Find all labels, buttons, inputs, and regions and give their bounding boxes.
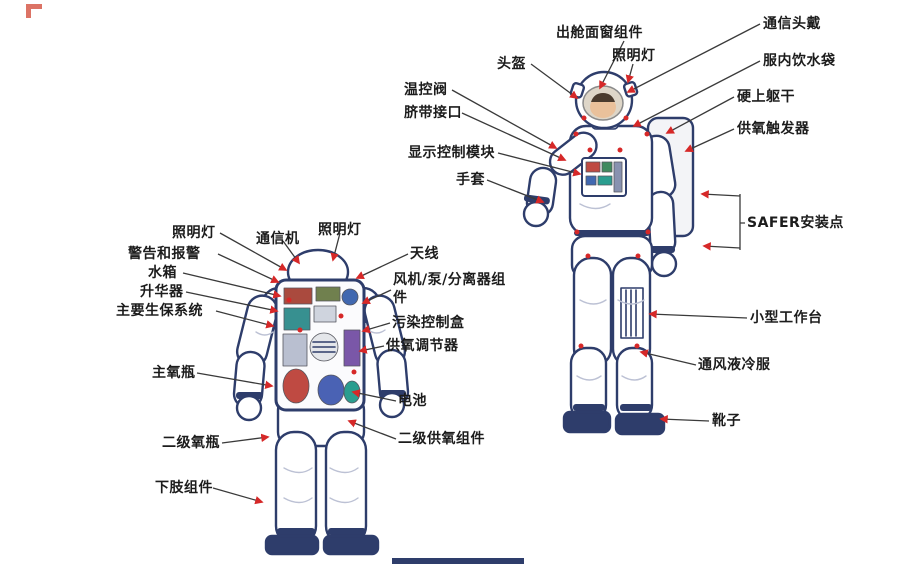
- leader-lamp-back-right: [330, 232, 341, 262]
- boots-front: [562, 410, 666, 436]
- bottom-bar: [392, 558, 524, 564]
- label-secondary-oxygen-assembly: 二级供氧组件: [398, 431, 485, 447]
- leader-oxygen-regulator: [358, 345, 385, 354]
- label-water-tank: 水箱: [148, 265, 177, 281]
- leader-in-suit-drink-bag: [632, 60, 761, 127]
- label-secondary-oxygen-tank: 二级氧瓶: [162, 435, 220, 451]
- leader-antenna: [355, 253, 409, 279]
- label-fan-pump-separator: 风机/泵/分离器组件: [393, 272, 506, 307]
- helmet-front: [569, 70, 639, 130]
- corner-watermark: [26, 4, 42, 18]
- label-sublimator: 升华器: [140, 284, 184, 300]
- label-cooling-garment: 通风液冷服: [698, 357, 771, 373]
- leader-temperature-control-valve: [451, 89, 558, 149]
- leader-battery: [351, 389, 397, 402]
- label-temperature-control-valve: 温控阀: [404, 82, 448, 98]
- leader-primary-oxygen-tank: [196, 372, 274, 390]
- label-in-suit-drink-bag: 服内饮水袋: [763, 53, 836, 69]
- label-communication-headset: 通信头戴: [763, 16, 821, 32]
- helmet-lamp-right: [622, 81, 639, 98]
- label-communicator: 通信机: [256, 231, 300, 247]
- label-oxygen-actuator: 供氧触发器: [737, 121, 810, 137]
- glove-front-right: [650, 250, 678, 278]
- leader-lower-torso-assembly: [212, 487, 264, 505]
- leader-cooling-garment: [639, 349, 697, 366]
- label-lower-torso-assembly: 下肢组件: [155, 480, 213, 496]
- back-view-figure: [232, 248, 410, 556]
- label-battery: 电池: [398, 393, 427, 409]
- leader-display-control-module: [497, 152, 582, 177]
- glove-front-left: [522, 200, 550, 228]
- leader-communication-headset: [626, 23, 761, 93]
- leader-secondary-oxygen-assembly: [347, 419, 397, 440]
- label-hard-upper-torso: 硬上躯干: [737, 89, 795, 105]
- label-umbilical-connector: 脐带接口: [404, 105, 462, 121]
- leader-contaminant-control: [361, 322, 391, 334]
- leader-primary-life-support: [215, 310, 275, 329]
- leader-lamp-front: [625, 63, 634, 84]
- label-lamp-back-left: 照明灯: [172, 225, 216, 241]
- leader-umbilical-connector: [461, 112, 567, 162]
- leader-glove: [486, 179, 545, 204]
- label-eva-visor-assembly: 出舱面窗组件: [556, 25, 643, 41]
- helmet-lamp-left: [569, 82, 586, 99]
- label-glove: 手套: [456, 172, 485, 188]
- leader-water-tank: [182, 272, 282, 299]
- leader-helmet: [530, 63, 579, 100]
- leader-hard-upper-torso: [665, 96, 735, 134]
- label-lamp-front: 照明灯: [612, 48, 656, 64]
- battery-art: [317, 374, 345, 406]
- leader-eva-visor-assembly: [599, 40, 625, 90]
- leader-secondary-oxygen-tank: [221, 433, 270, 444]
- label-safer-mount-point: SAFER安装点: [747, 215, 844, 231]
- label-caution-and-warning: 警告和报警: [128, 246, 201, 262]
- oxygen-tank-art: [282, 368, 310, 404]
- leader-caution-and-warning: [217, 253, 280, 283]
- label-mini-workstation: 小型工作台: [750, 310, 823, 326]
- label-oxygen-regulator: 供氧调节器: [386, 338, 459, 354]
- leader-lamp-back-left: [219, 232, 288, 271]
- leader-fan-pump-separator: [361, 289, 392, 304]
- boots-back: [264, 534, 380, 556]
- leader-mini-workstation: [648, 310, 748, 319]
- label-boots: 靴子: [712, 413, 741, 429]
- label-contaminant-control: 污染控制盒: [392, 315, 465, 331]
- glove-back-left: [235, 394, 263, 422]
- leader-communicator: [282, 240, 300, 265]
- label-helmet: 头盔: [497, 56, 526, 72]
- label-primary-oxygen-tank: 主氧瓶: [152, 365, 196, 381]
- label-lamp-back-right: 照明灯: [318, 222, 362, 238]
- label-display-control-module: 显示控制模块: [408, 145, 495, 161]
- display-control-module-art: [581, 157, 627, 197]
- leader-oxygen-actuator: [684, 128, 735, 153]
- backpack-components: [282, 286, 361, 406]
- label-antenna: 天线: [410, 246, 439, 262]
- leader-boots: [659, 415, 710, 424]
- leader-safer-bracket: [700, 190, 745, 251]
- thigh-pocket: [620, 287, 644, 339]
- leader-sublimator: [185, 291, 279, 314]
- leader-lines: [182, 23, 761, 505]
- front-view-figure: [522, 70, 695, 436]
- label-primary-life-support: 主要生保系统: [116, 303, 203, 319]
